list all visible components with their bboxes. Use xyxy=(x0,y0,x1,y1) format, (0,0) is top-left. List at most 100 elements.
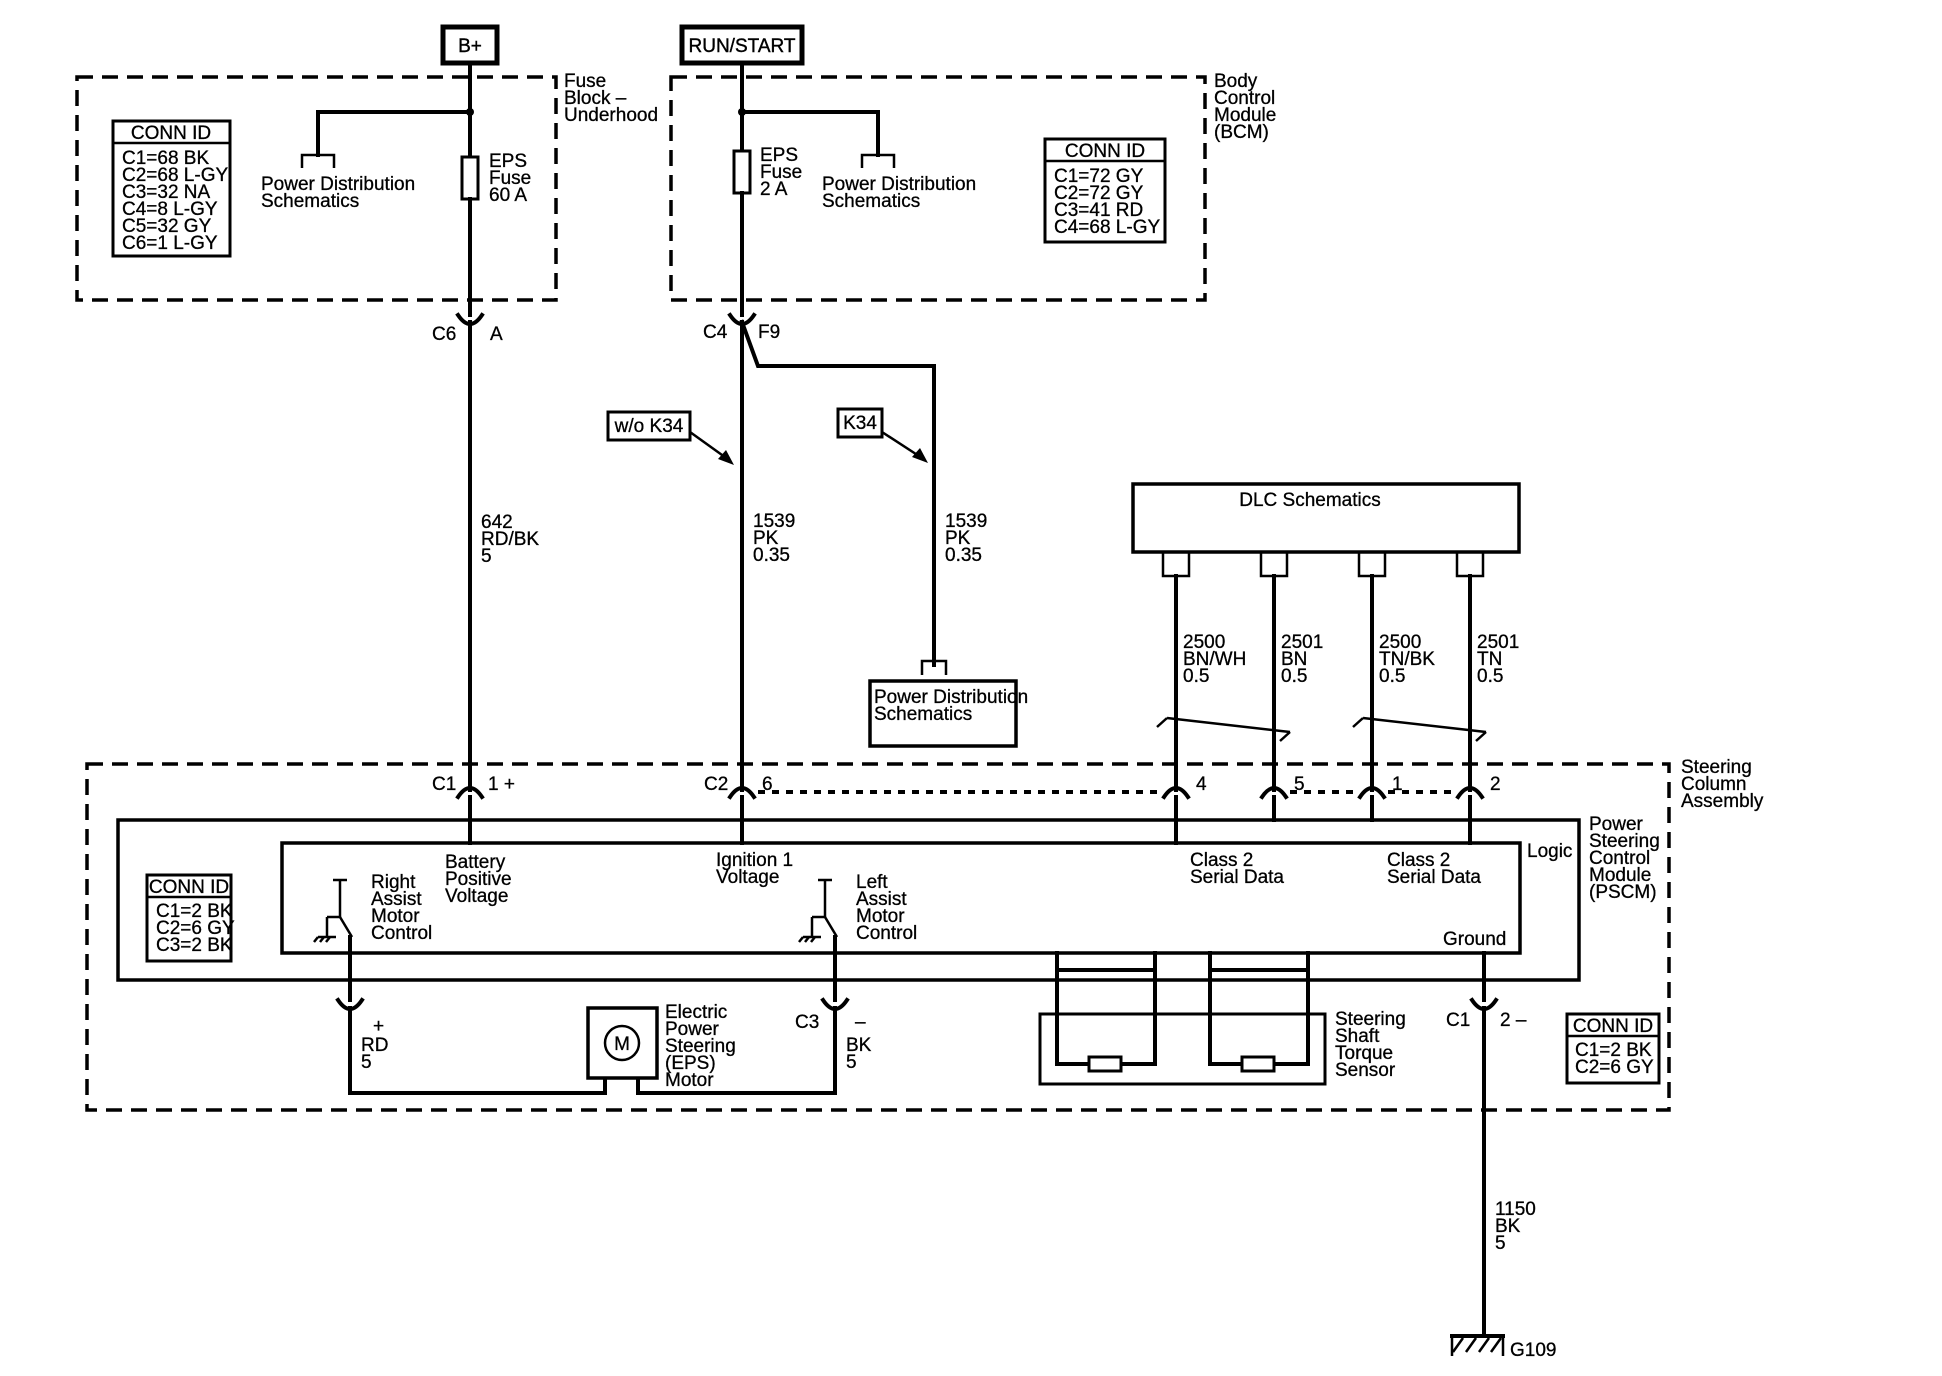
ignition-voltage-label: Ignition 1 xyxy=(716,850,793,871)
pscm-outline xyxy=(116,818,1581,982)
right-assist-label: Right xyxy=(371,872,416,893)
wire-2500-label: BN/WH xyxy=(1183,649,1246,670)
motor-minus-label: – xyxy=(855,1012,866,1033)
ground-icon xyxy=(1450,1334,1505,1356)
wire-1539-label: 1539 xyxy=(945,511,987,532)
left-assist-switch-icon xyxy=(798,878,839,955)
bcm-label-3: Module xyxy=(1214,105,1276,126)
wire-1539-label: PK xyxy=(753,528,779,549)
pin-a-label: A xyxy=(490,324,503,345)
conn-id-row: C2=6 GY xyxy=(156,918,235,939)
pscm-label: Control xyxy=(1589,848,1650,869)
c1-pin-label: 1 + xyxy=(488,774,515,795)
eps-fuse-2a-icon xyxy=(732,149,752,195)
fuse-label: Fuse xyxy=(489,168,531,189)
battery-voltage-label: Voltage xyxy=(445,886,508,907)
wire-1539-label: 1539 xyxy=(753,511,795,532)
wire-2501-label: 0.5 xyxy=(1477,666,1503,687)
class2-label: Class 2 xyxy=(1190,850,1253,871)
conn-id-row: C2=6 GY xyxy=(1575,1057,1654,1078)
pin-1-label: 1 xyxy=(1392,774,1403,795)
pin-5-label: 5 xyxy=(1294,774,1305,795)
torque-sensor-label: Steering xyxy=(1335,1009,1406,1030)
power-dist-stub-icon xyxy=(860,153,896,168)
wire-2501-label: BN xyxy=(1281,649,1307,670)
conn-id-row: C3=41 RD xyxy=(1054,200,1143,221)
motor-conn-id-table: CONN ID C1=2 BK C2=6 GY xyxy=(1565,1012,1661,1085)
fuse-label: Fuse xyxy=(760,162,802,183)
conn-id-row: C4=68 L-GY xyxy=(1054,217,1160,238)
battery-voltage-label: Positive xyxy=(445,869,512,890)
logic-box xyxy=(280,841,1522,955)
eps-motor-icon: M xyxy=(586,1006,659,1080)
steering-column-outline xyxy=(85,762,1671,1112)
wire-1150-label: BK xyxy=(1495,1216,1521,1237)
logic-label: Logic xyxy=(1527,841,1572,862)
torque-sensor-label: Torque xyxy=(1335,1043,1393,1064)
motor-label: Electric xyxy=(665,1002,727,1023)
column-connectors xyxy=(455,786,1485,800)
wo-k34-tag: w/o K34 xyxy=(606,410,734,465)
wire-1539-label: PK xyxy=(945,528,971,549)
conn-id-row: C1=2 BK xyxy=(156,901,233,922)
fuse-block-outline xyxy=(75,75,558,302)
dlc-box: DLC Schematics xyxy=(1131,482,1521,578)
c2-pin-label: 6 xyxy=(762,774,773,795)
wire-2501-label: 0.5 xyxy=(1281,666,1307,687)
run-start-source: RUN/START xyxy=(679,24,805,66)
steering-column-label: Column xyxy=(1681,774,1746,795)
conn-id-row: C2=68 L-GY xyxy=(122,165,228,186)
bcm-label-1: Body xyxy=(1214,71,1258,92)
power-dist-label: Schematics xyxy=(822,191,920,212)
wire-2500-label: 0.5 xyxy=(1379,666,1405,687)
wire-2501-label: 2501 xyxy=(1281,632,1323,653)
bplus-source: B+ xyxy=(440,24,500,66)
pin-f9-label: F9 xyxy=(758,322,780,343)
torque-sensor-label: Shaft xyxy=(1335,1026,1380,1047)
fuse-label: 60 A xyxy=(489,185,527,206)
power-dist-box: Power Distribution Schematics xyxy=(868,659,1028,748)
conn-id-title: CONN ID xyxy=(149,877,229,898)
right-assist-switch-icon xyxy=(313,878,354,955)
torque-sensor-icon xyxy=(1038,951,1327,1086)
fuse-block-conn-id-table: CONN ID C1=68 BK C2=68 L-GY C3=32 NA C4=… xyxy=(111,119,232,258)
wire-2500-label: TN/BK xyxy=(1379,649,1435,670)
pscm-label: Power xyxy=(1589,814,1644,835)
pin-4-label: 4 xyxy=(1196,774,1207,795)
bcm-outline xyxy=(669,75,1207,302)
conn-id-title: CONN ID xyxy=(1573,1016,1653,1037)
conn-id-row: C6=1 L-GY xyxy=(122,233,218,254)
fuse-label: EPS xyxy=(760,145,798,166)
dlc-label: DLC Schematics xyxy=(1239,490,1381,511)
c3-label: C3 xyxy=(795,1012,819,1033)
class2-label: Serial Data xyxy=(1387,867,1481,888)
power-dist-label: Power Distribution xyxy=(822,174,976,195)
ground-c1-label: C1 xyxy=(1446,1010,1470,1031)
ground-pin-label: 2 – xyxy=(1500,1010,1527,1031)
k34-tag: K34 xyxy=(836,407,928,463)
motor-label: Motor xyxy=(665,1070,714,1091)
wire-2501-label: TN xyxy=(1477,649,1502,670)
left-assist-label: Assist xyxy=(856,889,907,910)
conn-id-row: C1=72 GY xyxy=(1054,166,1144,187)
wire-1539-label: 0.35 xyxy=(753,545,790,566)
conn-id-title: CONN ID xyxy=(131,123,211,144)
c2-label: C2 xyxy=(704,774,728,795)
wire-642-label: 642 xyxy=(481,512,513,533)
left-assist-label: Left xyxy=(856,872,888,893)
twisted-pair-icon xyxy=(1156,716,1487,742)
eps-fuse-60a-icon xyxy=(460,155,480,201)
c6-label: C6 xyxy=(432,324,456,345)
bk-wire-label: 5 xyxy=(846,1052,857,1073)
conn-id-row: C4=8 L-GY xyxy=(122,199,218,220)
class2-label: Class 2 xyxy=(1387,850,1450,871)
wire-1150-label: 1150 xyxy=(1495,1199,1536,1220)
conn-id-row: C5=32 GY xyxy=(122,216,212,237)
torque-sensor-label: Sensor xyxy=(1335,1060,1396,1081)
wire-1150-label: 5 xyxy=(1495,1233,1506,1254)
g109-label: G109 xyxy=(1510,1340,1556,1361)
conn-id-row: C3=2 BK xyxy=(156,935,233,956)
power-dist-box-label: Schematics xyxy=(874,704,972,725)
fuse-label: 2 A xyxy=(760,179,788,200)
